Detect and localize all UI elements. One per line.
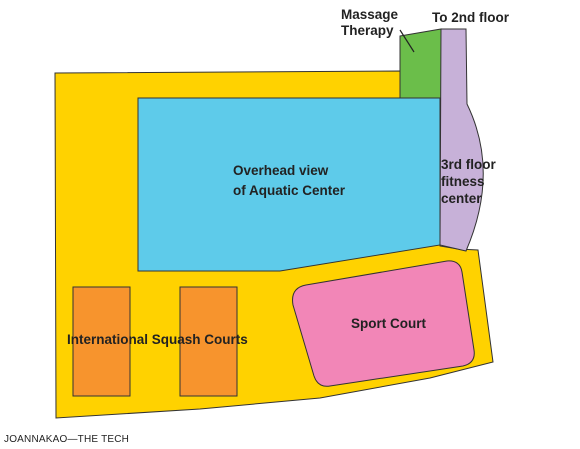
massage-label-line1: Massage <box>341 7 399 22</box>
sport-court-label: Sport Court <box>351 316 426 331</box>
second-floor-label: To 2nd floor <box>432 10 509 25</box>
fitness-label-line2: fitness <box>441 174 485 189</box>
fitness-label-line3: center <box>441 191 482 206</box>
squash-courts-label: International Squash Courts <box>67 332 248 347</box>
photo-credit: JOANNAKAO—THE TECH <box>4 434 130 445</box>
fitness-label-line1: 3rd floor <box>441 157 496 172</box>
aquatic-label-line2: of Aquatic Center <box>233 183 346 198</box>
squash-court-right <box>179 286 238 397</box>
aquatic-center <box>137 97 441 272</box>
sport-court <box>292 260 475 387</box>
massage-label-line2: Therapy <box>341 23 394 38</box>
massage-leader-line <box>399 29 415 53</box>
fitness-center-area <box>439 28 484 252</box>
aquatic-label-line1: Overhead view <box>233 163 329 178</box>
squash-court-left <box>72 286 131 397</box>
